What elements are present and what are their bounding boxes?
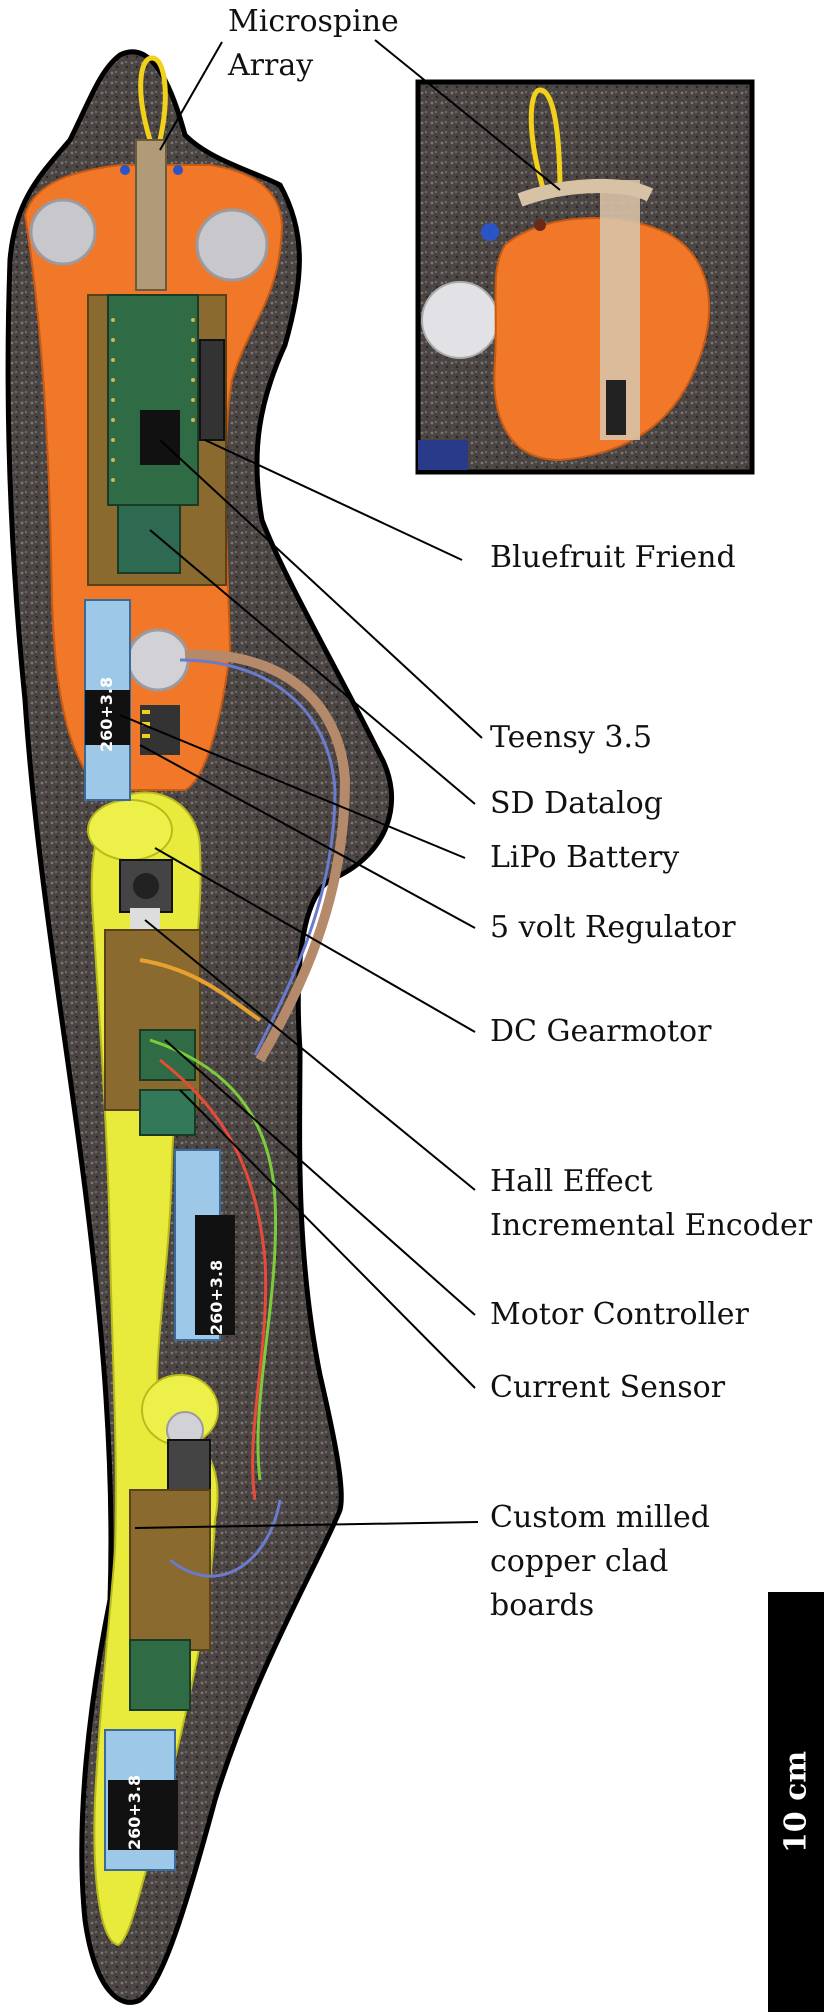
battery-top-label: 260+3.8 [97, 677, 116, 752]
inset-closeup [415, 79, 755, 475]
sd-board [117, 504, 181, 574]
foot-pad-right [195, 208, 269, 282]
battery-middle-label: 260+3.8 [207, 1260, 226, 1335]
label-teensy: Teensy 3.5 [490, 720, 653, 755]
label-lipo-battery: LiPo Battery [490, 840, 680, 875]
label-dc-gearmotor: DC Gearmotor [490, 1014, 712, 1049]
scale-bar-label: 10 cm [778, 1750, 814, 1854]
microspine-strip [135, 139, 167, 291]
teensy-board [107, 294, 199, 506]
leader-lines [119, 39, 561, 1529]
label-hall-encoder: Hall Effect Incremental Encoder [490, 1164, 813, 1243]
label-bluefruit-friend: Bluefruit Friend [490, 540, 736, 575]
label-regulator: 5 volt Regulator [490, 910, 736, 945]
battery-bottom-label: 260+3.8 [125, 1775, 144, 1850]
foot-pad-left [29, 198, 97, 266]
microspine-loop [138, 55, 168, 141]
label-sd-datalog: SD Datalog [490, 786, 663, 821]
scale-bar: 10 cm [768, 1592, 824, 2012]
knee-ball [126, 628, 190, 692]
current-sensor-board [139, 1089, 196, 1136]
label-custom-boards: Custom milled copper clad boards [490, 1500, 710, 1623]
label-current-sensor: Current Sensor [490, 1370, 726, 1405]
wire-bundle-ribbon [184, 649, 351, 1063]
label-motor-controller: Motor Controller [490, 1297, 749, 1332]
bluefruit-board [199, 339, 225, 441]
label-microspine-array: Microspine Array [228, 4, 399, 83]
pcb-bottom [129, 1489, 211, 1651]
